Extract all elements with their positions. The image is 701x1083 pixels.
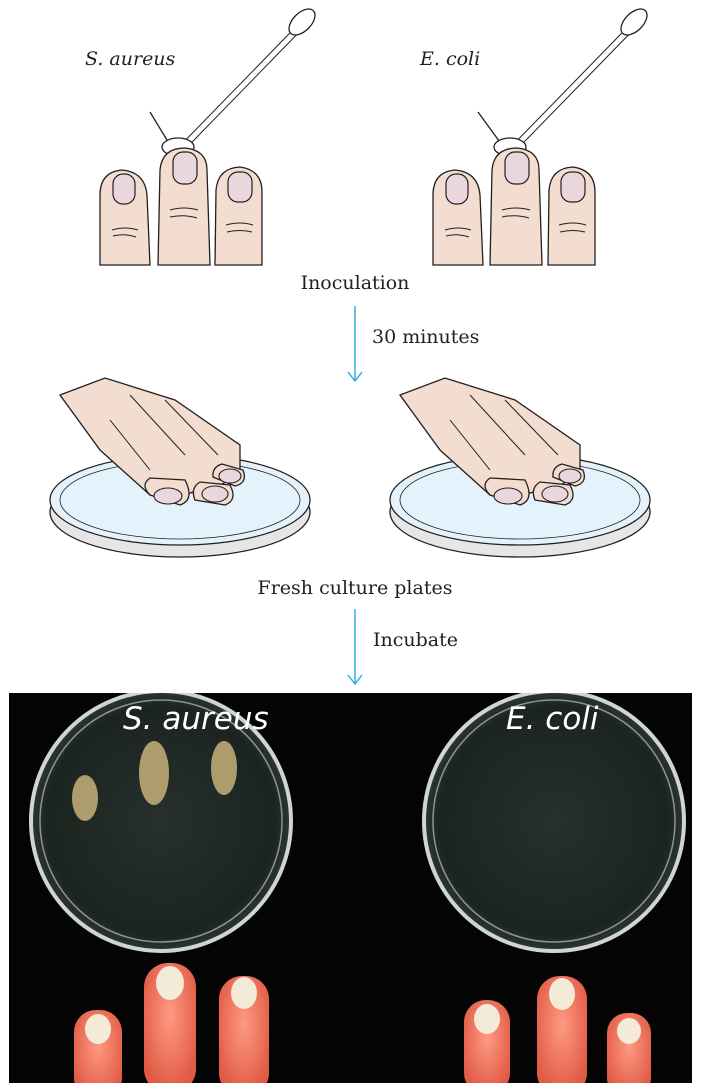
arrow-down-2: [340, 607, 370, 687]
result-photo-art: [9, 693, 692, 1083]
step-incubate: Incubate: [373, 629, 458, 651]
result-photo: S. aureus E. coli: [9, 693, 692, 1083]
photo-label-e-coli: E. coli: [506, 701, 599, 737]
step-fresh-plates: Fresh culture plates: [220, 577, 490, 599]
plate-press-right: [0, 0, 701, 580]
fingers-photo-right: [464, 976, 651, 1083]
fingers-photo-left: [74, 963, 269, 1083]
photo-label-s-aureus: S. aureus: [123, 701, 269, 737]
